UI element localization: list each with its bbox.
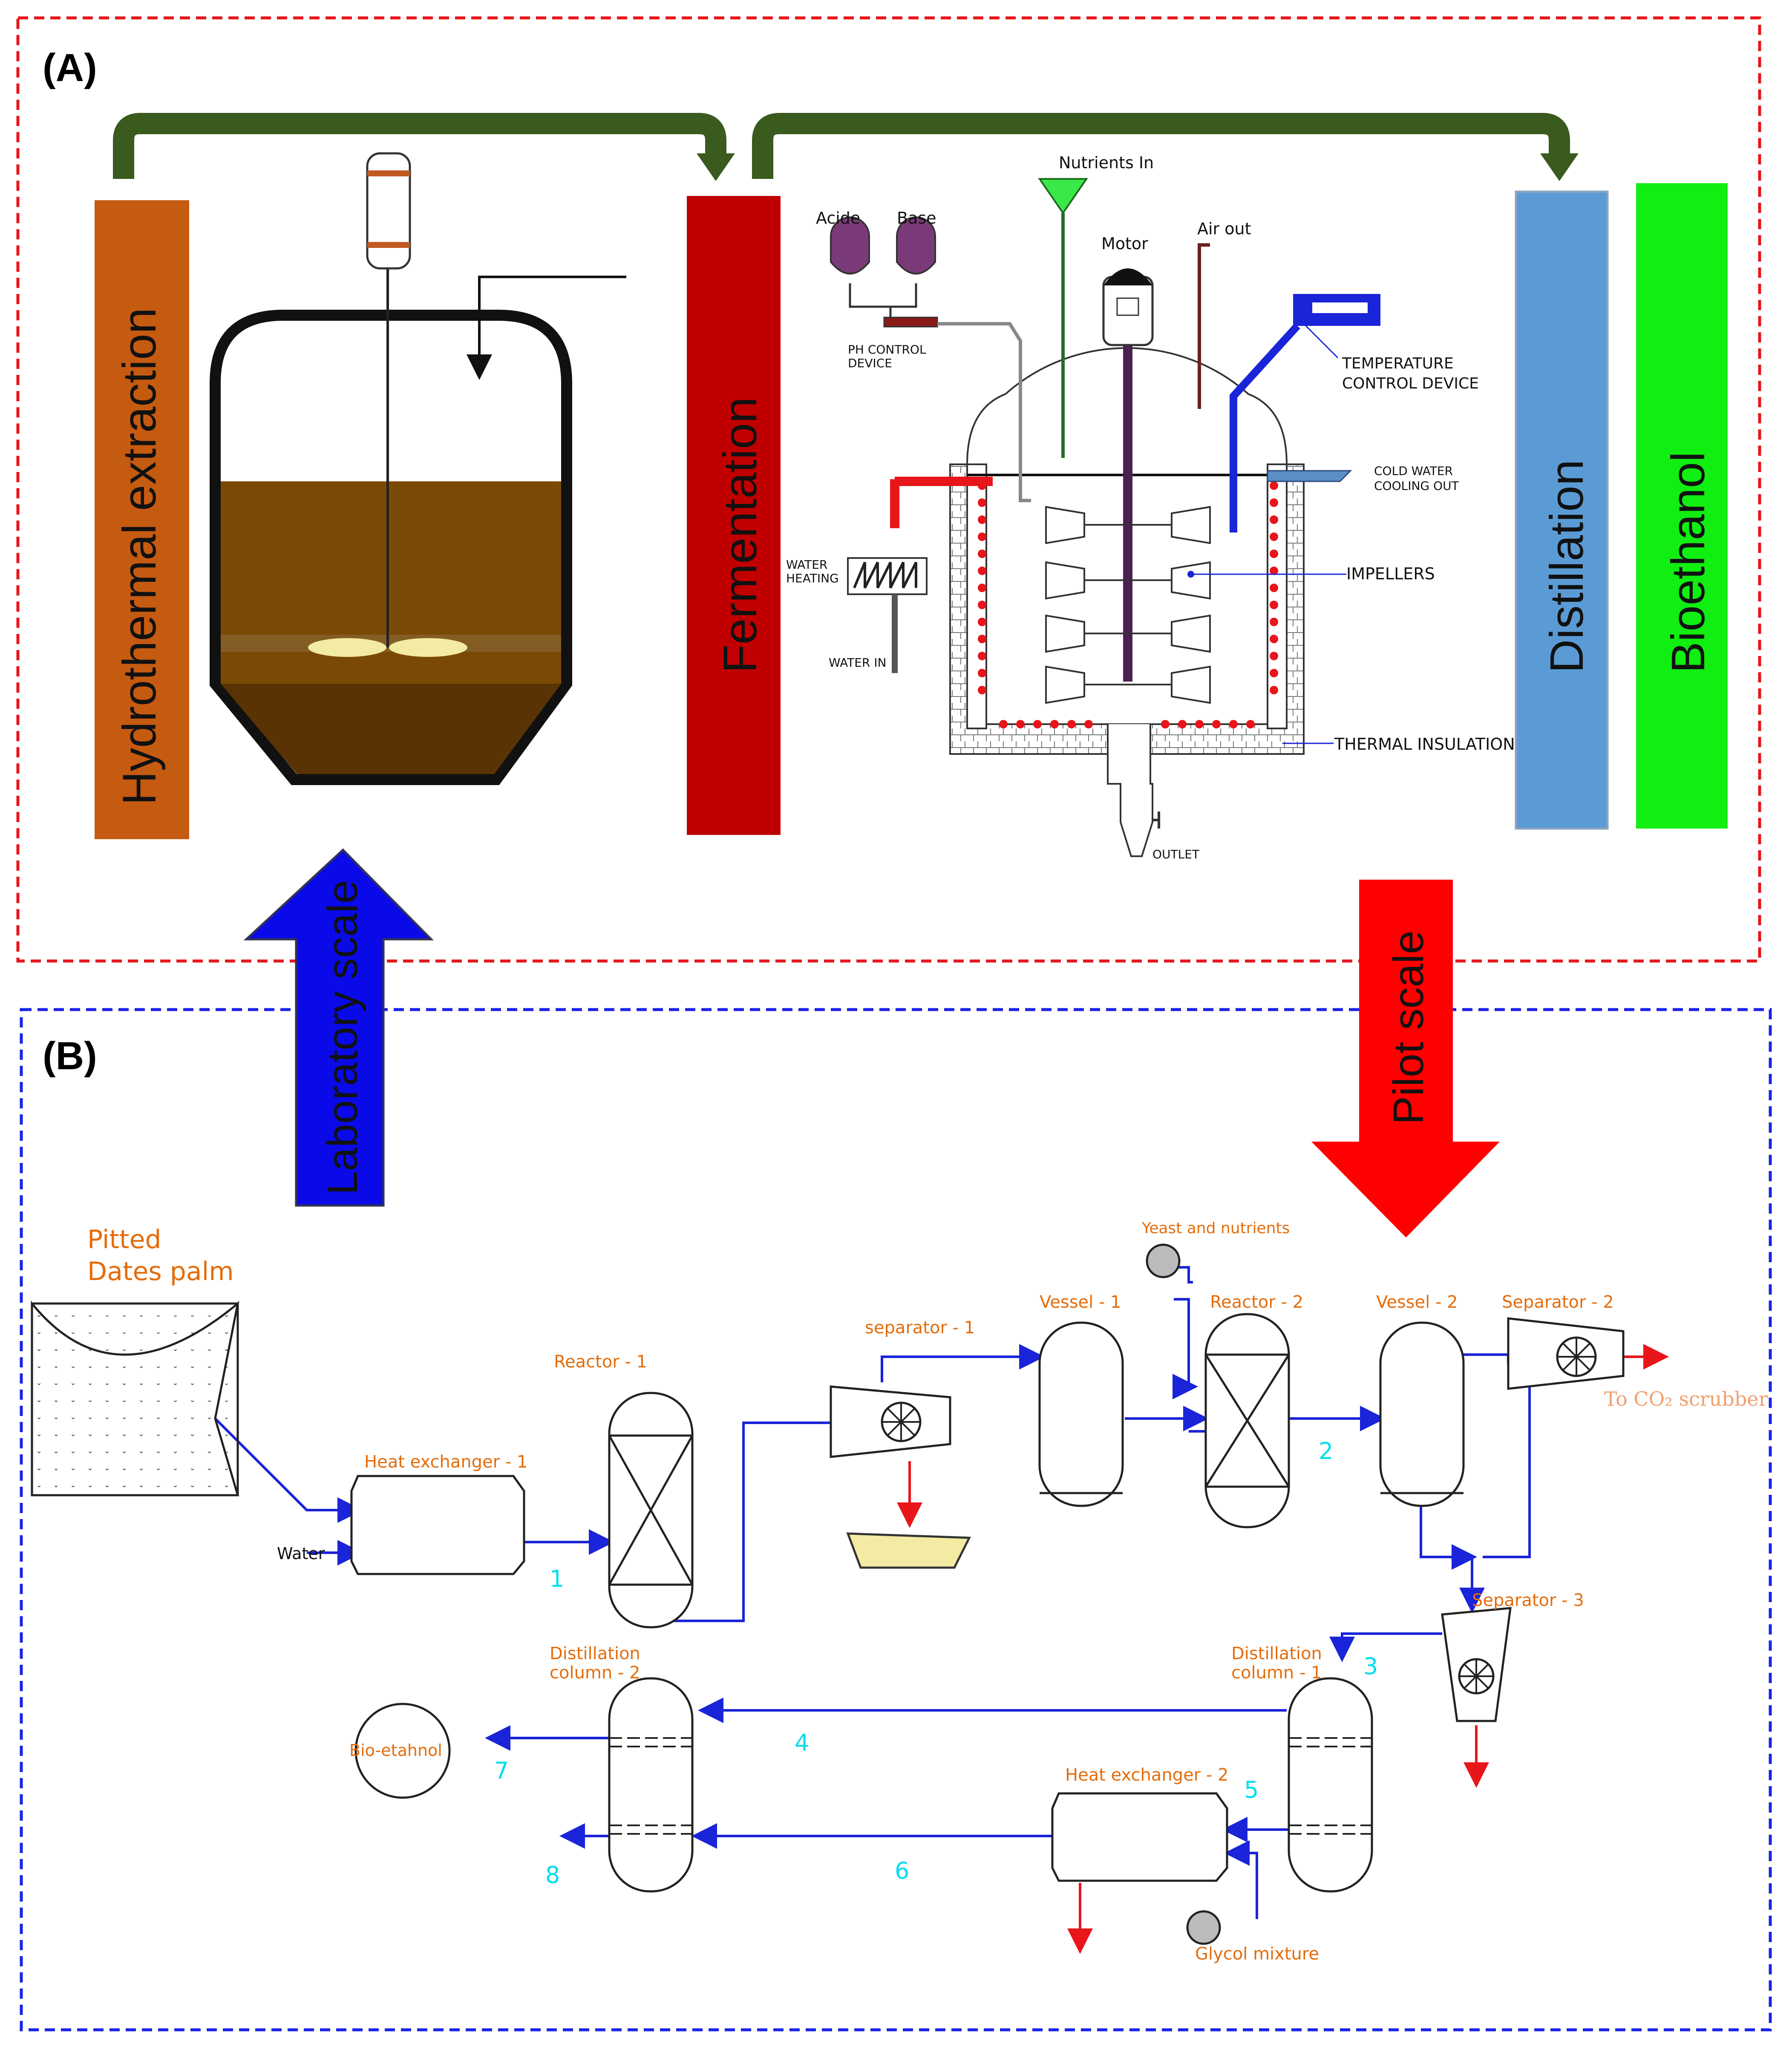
cold-water-label-2: COOLING OUT (1374, 479, 1459, 493)
water-heating-label-2: HEATING (786, 571, 839, 585)
vessel-1-label: Vessel - 1 (1040, 1292, 1121, 1312)
pilot-scale-arrow (1311, 880, 1500, 1237)
separator-2-label: Separator - 2 (1502, 1292, 1614, 1312)
ph-control-label-1: PH CONTROL (848, 342, 926, 357)
heat-exchanger-1-label: Heat exchanger - 1 (364, 1452, 527, 1472)
equipment (31, 1243, 1625, 1945)
vessel-2-label: Vessel - 2 (1376, 1292, 1458, 1312)
ph-control-label-2: DEVICE (848, 356, 892, 370)
stream-8: 8 (545, 1862, 560, 1888)
glycol-label: Glycol mixture (1195, 1944, 1319, 1964)
arrow-hydro-to-fermentation (113, 113, 726, 179)
acide-label: Acide (816, 209, 860, 227)
separator-3-label: Separator - 3 (1472, 1591, 1584, 1610)
hydrothermal-label: Hydrothermal extraction (113, 308, 166, 805)
laboratory-scale-arrow (243, 848, 434, 1207)
dist-col-2-label-b: column - 2 (550, 1663, 640, 1683)
distillation-label: Distillation (1541, 460, 1593, 673)
panel-b-label: (B) (43, 1034, 97, 1078)
to-scrubber-label: To CO₂ scrubber (1604, 1387, 1768, 1410)
panel-b-frame (20, 1008, 1772, 2032)
water-in-label: WATER IN (829, 656, 887, 670)
cold-water-label-1: COLD WATER (1374, 464, 1453, 478)
bio-ethanol-label: Bio-etahnol (349, 1741, 442, 1760)
hydrothermal-vessel (210, 152, 626, 785)
fermenter-diagram (830, 178, 1380, 857)
impellers-label: IMPELLERS (1346, 564, 1435, 583)
water-heating-label-1: WATER (786, 558, 827, 572)
feed-label-2: Dates palm (87, 1257, 234, 1286)
yeast-label: Yeast and nutrients (1141, 1220, 1290, 1237)
feed-label-1: Pitted (87, 1225, 161, 1255)
distillation-bar (1515, 190, 1609, 830)
outlet-label: OUTLET (1152, 847, 1200, 861)
dist-col-2-label-a: Distillation (550, 1644, 640, 1663)
reactor-1-label: Reactor - 1 (554, 1352, 647, 1372)
panel-a-frame (16, 16, 1761, 963)
reactor-2-label: Reactor - 2 (1210, 1292, 1303, 1312)
stream-2: 2 (1319, 1438, 1333, 1465)
dist-col-1-label-b: column - 1 (1231, 1663, 1322, 1683)
laboratory-scale-label: Laboratory scale (319, 880, 366, 1195)
stream-7: 7 (494, 1757, 509, 1784)
arrow-hydro-to-fermentation-head (697, 153, 735, 181)
temp-control-label-1: TEMPERATURE (1342, 355, 1454, 372)
stream-4: 4 (795, 1729, 809, 1756)
stream-5: 5 (1244, 1776, 1259, 1803)
separator-1-label: separator - 1 (865, 1318, 975, 1338)
hydrothermal-bar (95, 200, 189, 839)
bioethanol-label: Bioethanol (1662, 452, 1714, 673)
column-trays (609, 1737, 1372, 1835)
motor-label: Motor (1101, 234, 1148, 253)
water-feed-label: Water (277, 1544, 325, 1563)
pilot-scale-label: Pilot scale (1385, 930, 1432, 1125)
arrow-fermentation-to-distillation (752, 113, 1570, 179)
red-outflow-arrows (897, 1344, 1669, 1954)
temp-control-label-2: CONTROL DEVICE (1342, 375, 1479, 392)
fermentation-bar (687, 196, 781, 835)
thermal-insulation-label: THERMAL INSULATION (1334, 735, 1515, 754)
stream-1: 1 (550, 1565, 564, 1592)
stream-6: 6 (895, 1857, 909, 1884)
air-out-label: Air out (1197, 219, 1251, 238)
base-label: Base (897, 209, 936, 227)
bioethanol-bar (1636, 183, 1728, 829)
arrow-fermentation-to-distillation-head (1540, 153, 1579, 181)
stream-3: 3 (1363, 1653, 1378, 1680)
nutrients-in-label: Nutrients In (1059, 153, 1154, 172)
panel-a-label: (A) (43, 46, 97, 89)
heat-exchanger-2-label: Heat exchanger - 2 (1065, 1765, 1228, 1785)
fan-blades (882, 1338, 1596, 1693)
dist-col-1-label-a: Distillation (1231, 1644, 1322, 1663)
fermentation-label: Fermentation (714, 397, 766, 673)
stream-numbers: 1 2 3 4 5 6 7 8 (494, 1438, 1378, 1888)
